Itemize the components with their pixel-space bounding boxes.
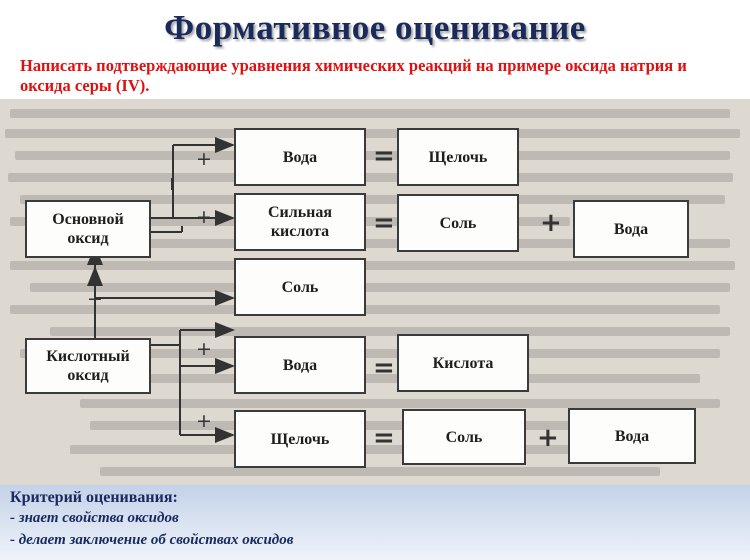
equals-sign: = [373, 141, 395, 171]
water-box: Вода [573, 200, 689, 258]
plus-sign: + [196, 410, 212, 432]
alkali-box: Щелочь [234, 410, 366, 468]
plus-sign: + [537, 423, 559, 453]
salt-box: Соль [397, 194, 519, 252]
page-title: Формативное оценивание [164, 8, 586, 47]
water-box: Вода [568, 408, 696, 464]
equals-sign: = [373, 353, 395, 383]
water-box: Вода [234, 128, 366, 186]
basic-oxide-box: Основной оксид [25, 200, 151, 258]
equals-sign: = [373, 423, 395, 453]
plus-sign: + [196, 206, 212, 228]
acid-box: Кислота [397, 334, 529, 392]
criteria-item: - делает заключение об свойствах оксидов [10, 532, 294, 548]
criteria-title: Критерий оценивания: [10, 489, 178, 506]
plus-sign: + [196, 148, 212, 170]
plus-sign: + [196, 338, 212, 360]
equals-sign: = [373, 208, 395, 238]
plus-sign: + [540, 208, 562, 238]
criteria-item: - знает свойства оксидов [10, 510, 179, 526]
strong-acid-box: Сильная кислота [234, 193, 366, 251]
water-box: Вода [234, 336, 366, 394]
criteria-panel [0, 485, 750, 560]
alkali-box: Щелочь [397, 128, 519, 186]
task-text: Написать подтверждающие уравнения химиче… [20, 56, 687, 95]
salt-box: Соль [234, 258, 366, 316]
salt-box: Соль [402, 409, 526, 465]
plus-sign: + [87, 288, 103, 310]
acidic-oxide-box: Кислотный оксид [25, 338, 151, 394]
